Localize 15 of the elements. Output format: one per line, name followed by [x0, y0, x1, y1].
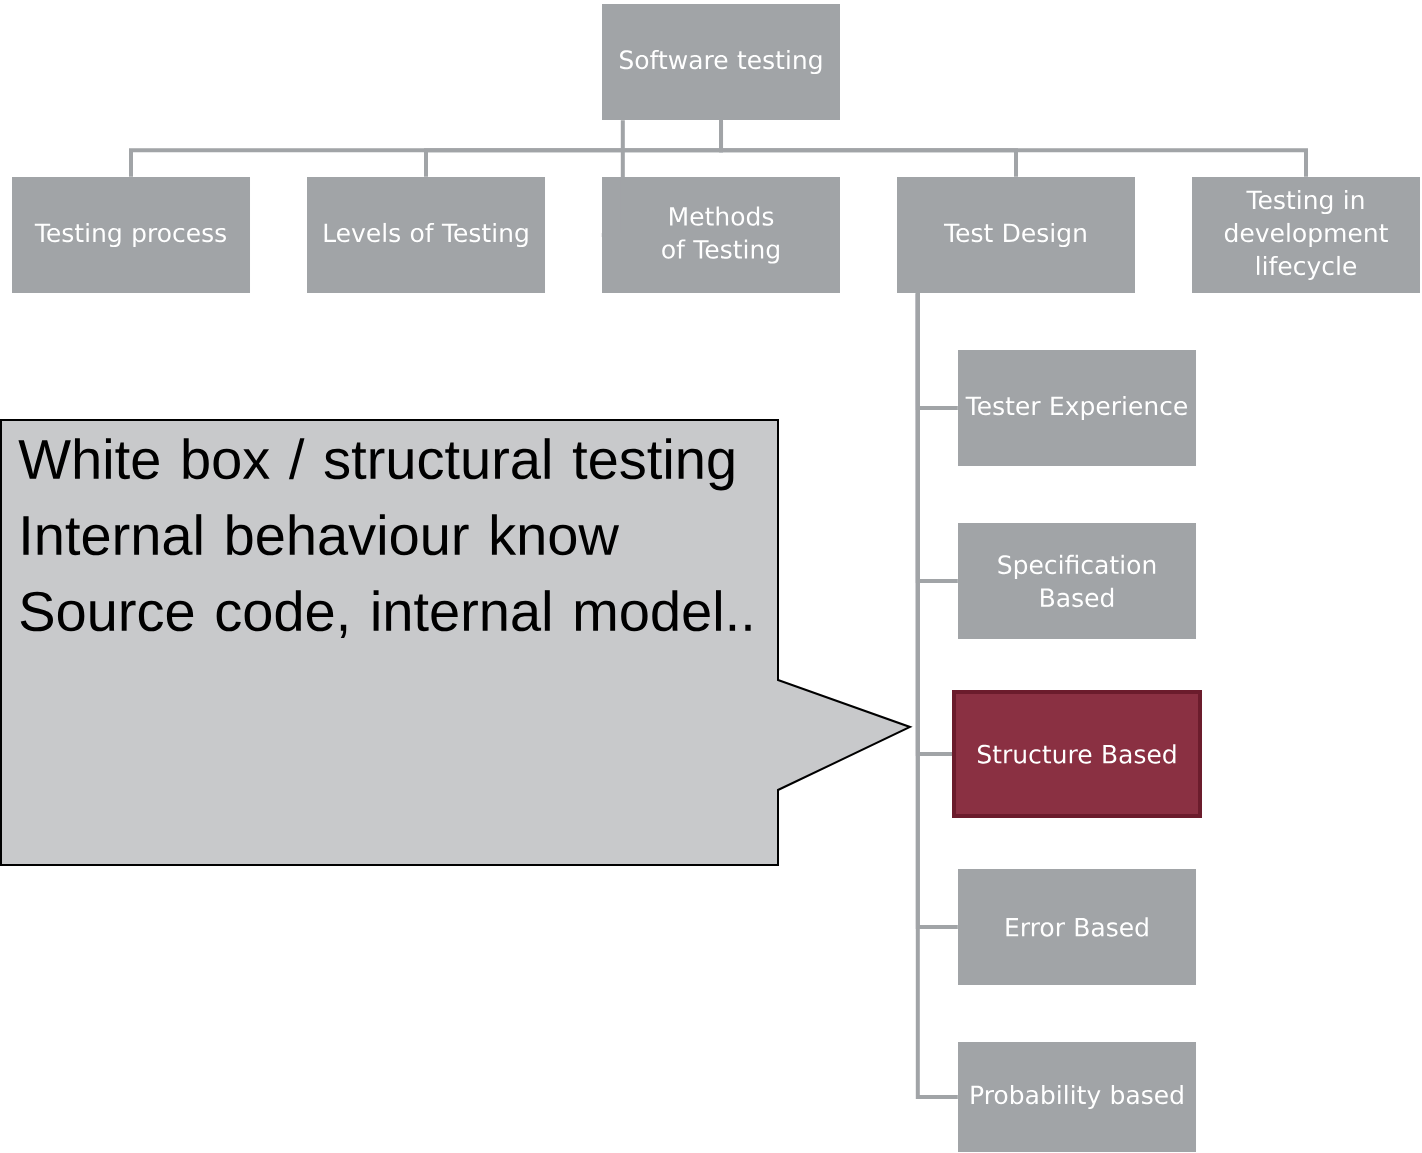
category-box: Tester Experience — [958, 350, 1196, 466]
category-box: Test Design — [897, 177, 1135, 293]
category-box: Probability based — [958, 1042, 1196, 1152]
callout-box: White box / structural testing Internal behaviour know Source code, internal model.. — [0, 419, 913, 866]
category-box: Testing process — [12, 177, 250, 293]
category-box: Error Based — [958, 869, 1196, 985]
category-box: Testing in development lifecycle — [1192, 177, 1420, 293]
connector-line — [719, 120, 1308, 177]
category-box: Levels of Testing — [307, 177, 545, 293]
highlighted-box: Structure Based — [952, 690, 1202, 818]
connector-line — [915, 293, 958, 1099]
connector-line — [601, 120, 625, 237]
category-box: Software testing — [602, 4, 840, 120]
category-box: Methods of Testing — [602, 177, 840, 293]
category-box: Specification Based — [958, 523, 1196, 639]
